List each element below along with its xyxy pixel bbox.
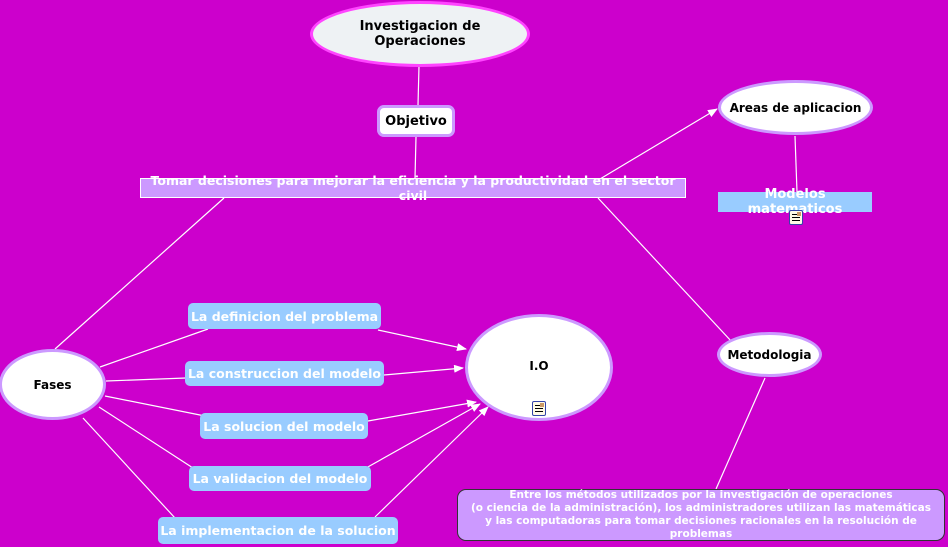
link-p2-io (383, 364, 464, 376)
link-metodologia-entre (715, 377, 766, 490)
link-fases-p1 (99, 328, 209, 368)
concept-tomar-decisiones[interactable]: Tomar decisiones para mejorar la eficien… (140, 173, 686, 203)
concept-investigacion-de-operaciones[interactable]: Investigacion de Operaciones (310, 1, 530, 67)
link-main-objetivo (417, 65, 420, 106)
concept-entre-los-metodos[interactable]: Entre los métodos utilizados por la inve… (457, 489, 945, 541)
link-tomar-metodologia (597, 197, 733, 343)
concept-modelos-matematicos[interactable]: Modelos matematicos (718, 187, 872, 217)
concept-label: I.O (529, 359, 549, 373)
link-objetivo-tomar (414, 136, 417, 179)
concept-label-line: (o ciencia de la administración), los ad… (471, 502, 931, 514)
link-areas-modelos (794, 135, 798, 193)
concept-fases[interactable]: Fases (0, 349, 106, 420)
link-fases-p5 (82, 417, 176, 519)
link-p1-io (377, 329, 467, 352)
concept-label: Areas de aplicacion (729, 100, 862, 115)
phase-construccion[interactable]: La construccion del modelo (185, 361, 384, 386)
concept-label: La solucion del modelo (203, 418, 365, 434)
concept-label: Modelos matematicos (748, 187, 843, 217)
link-tomar-fases (54, 197, 225, 350)
concept-label: La validacion del modelo (192, 471, 368, 486)
concept-label: Tomar decisiones para mejorar la eficien… (150, 173, 676, 203)
concept-label: La construccion del modelo (187, 366, 382, 381)
link-fases-p4 (98, 406, 194, 469)
concept-label: Metodologia (727, 347, 812, 362)
link-p3-io (367, 399, 477, 422)
link-fases-p3 (104, 395, 206, 417)
document-icon[interactable] (789, 210, 803, 225)
phase-solucion[interactable]: La solucion del modelo (200, 413, 368, 439)
concept-label-line: y las computadoras para tomar decisiones… (485, 515, 917, 540)
phase-validacion[interactable]: La validacion del modelo (189, 466, 371, 491)
document-icon[interactable] (532, 401, 546, 416)
concept-metodologia[interactable]: Metodologia (717, 332, 822, 377)
concept-areas-de-aplicacion[interactable]: Areas de aplicacion (718, 80, 873, 135)
link-p4-io (365, 403, 481, 469)
concept-label: Objetivo (385, 113, 447, 129)
concept-label: La implementacion de la solucion (160, 523, 396, 538)
phase-definicion[interactable]: La definicion del problema (188, 303, 381, 329)
link-tomar-areas (599, 108, 718, 180)
concept-io[interactable]: I.O (465, 314, 613, 421)
link-p5-io (374, 406, 489, 518)
concept-label: Fases (33, 377, 72, 392)
concept-label-line: Entre los métodos utilizados por la inve… (509, 489, 893, 501)
phase-implementacion[interactable]: La implementacion de la solucion (158, 517, 398, 544)
concept-label: Investigacion de Operaciones (359, 19, 481, 49)
concept-objetivo[interactable]: Objetivo (377, 105, 455, 137)
link-fases-p2 (105, 377, 187, 382)
concept-label: La definicion del problema (190, 308, 379, 324)
